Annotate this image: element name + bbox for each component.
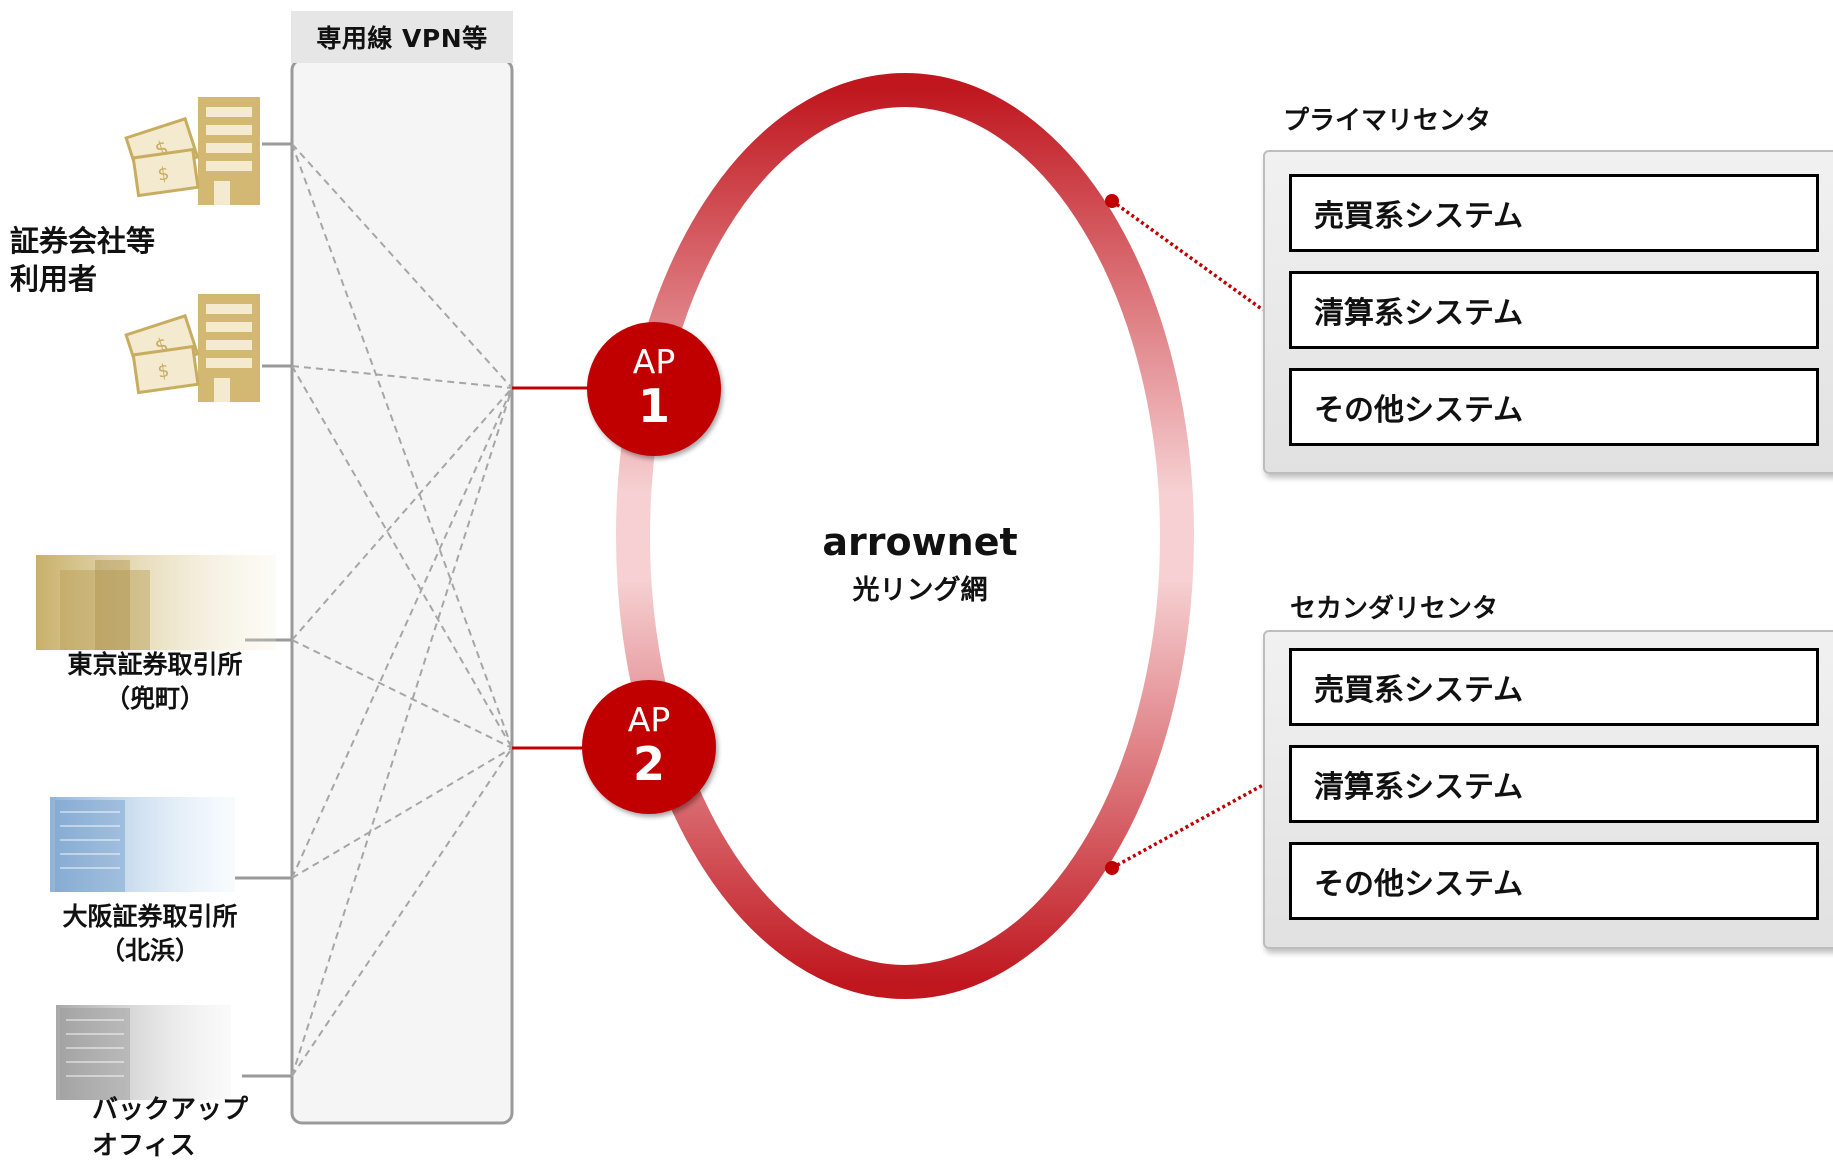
secondary-link-node bbox=[1105, 861, 1119, 875]
backup-label-line1: バックアップ bbox=[92, 1095, 249, 1125]
ring-title: arrownet bbox=[822, 520, 1018, 564]
secondary-link bbox=[1111, 783, 1264, 870]
backup-label: バックアップ オフィス bbox=[92, 1092, 248, 1164]
secondary-system-box: 売買系システム bbox=[1289, 648, 1819, 726]
vpn-mesh bbox=[291, 143, 513, 1077]
backup-label-line2: オフィス bbox=[92, 1131, 196, 1161]
secondary-system-box: 清算系システム bbox=[1289, 745, 1819, 823]
ring-subtitle: 光リング網 bbox=[852, 575, 988, 606]
ap2-number: 2 bbox=[632, 737, 665, 791]
vpn-header: 専用線 VPN等 bbox=[291, 11, 513, 63]
tse-label: 東京証券取引所 （兜町） bbox=[40, 648, 270, 716]
arrownet-ring bbox=[616, 73, 1194, 999]
vpn-column bbox=[290, 58, 514, 1125]
primary-link bbox=[1110, 199, 1265, 312]
tse-building-icon bbox=[36, 555, 276, 650]
ap1-number: 1 bbox=[637, 379, 670, 433]
ose-label-line1: 大阪証券取引所 bbox=[62, 902, 238, 931]
primary-system-box: 売買系システム bbox=[1289, 174, 1819, 252]
primary-center-title: プライマリセンタ bbox=[1283, 106, 1492, 136]
ap1-badge: AP 1 bbox=[587, 322, 721, 456]
tse-label-line2: （兜町） bbox=[104, 684, 205, 713]
ose-label: 大阪証券取引所 （北浜） bbox=[35, 900, 265, 968]
primary-link-node bbox=[1105, 194, 1119, 208]
ose-label-line2: （北浜） bbox=[99, 936, 200, 965]
svg-text:$: $ bbox=[156, 360, 170, 382]
primary-system-box: その他システム bbox=[1289, 368, 1819, 446]
ap2-text: AP bbox=[627, 700, 671, 739]
primary-center-panel: 売買系システム 清算系システム その他システム bbox=[1263, 150, 1833, 474]
svg-text:$: $ bbox=[156, 163, 170, 185]
securities-building-icon: $ $ bbox=[124, 97, 260, 205]
ap1-text: AP bbox=[632, 342, 676, 381]
tse-label-line1: 東京証券取引所 bbox=[67, 650, 243, 679]
securities-building-icon: $ $ bbox=[124, 294, 260, 402]
ap2-badge: AP 2 bbox=[582, 680, 716, 814]
secondary-center-panel: 売買系システム 清算系システム その他システム bbox=[1263, 630, 1833, 949]
primary-system-box: 清算系システム bbox=[1289, 271, 1819, 349]
user-label-line1: 証券会社等 bbox=[10, 224, 156, 258]
ose-building-icon bbox=[50, 797, 235, 892]
secondary-system-box: その他システム bbox=[1289, 842, 1819, 920]
backup-building-icon bbox=[56, 1005, 231, 1100]
user-label: 証券会社等 利用者 bbox=[10, 222, 155, 298]
secondary-center-title: セカンダリセンタ bbox=[1290, 594, 1499, 624]
user-label-line2: 利用者 bbox=[10, 262, 98, 296]
